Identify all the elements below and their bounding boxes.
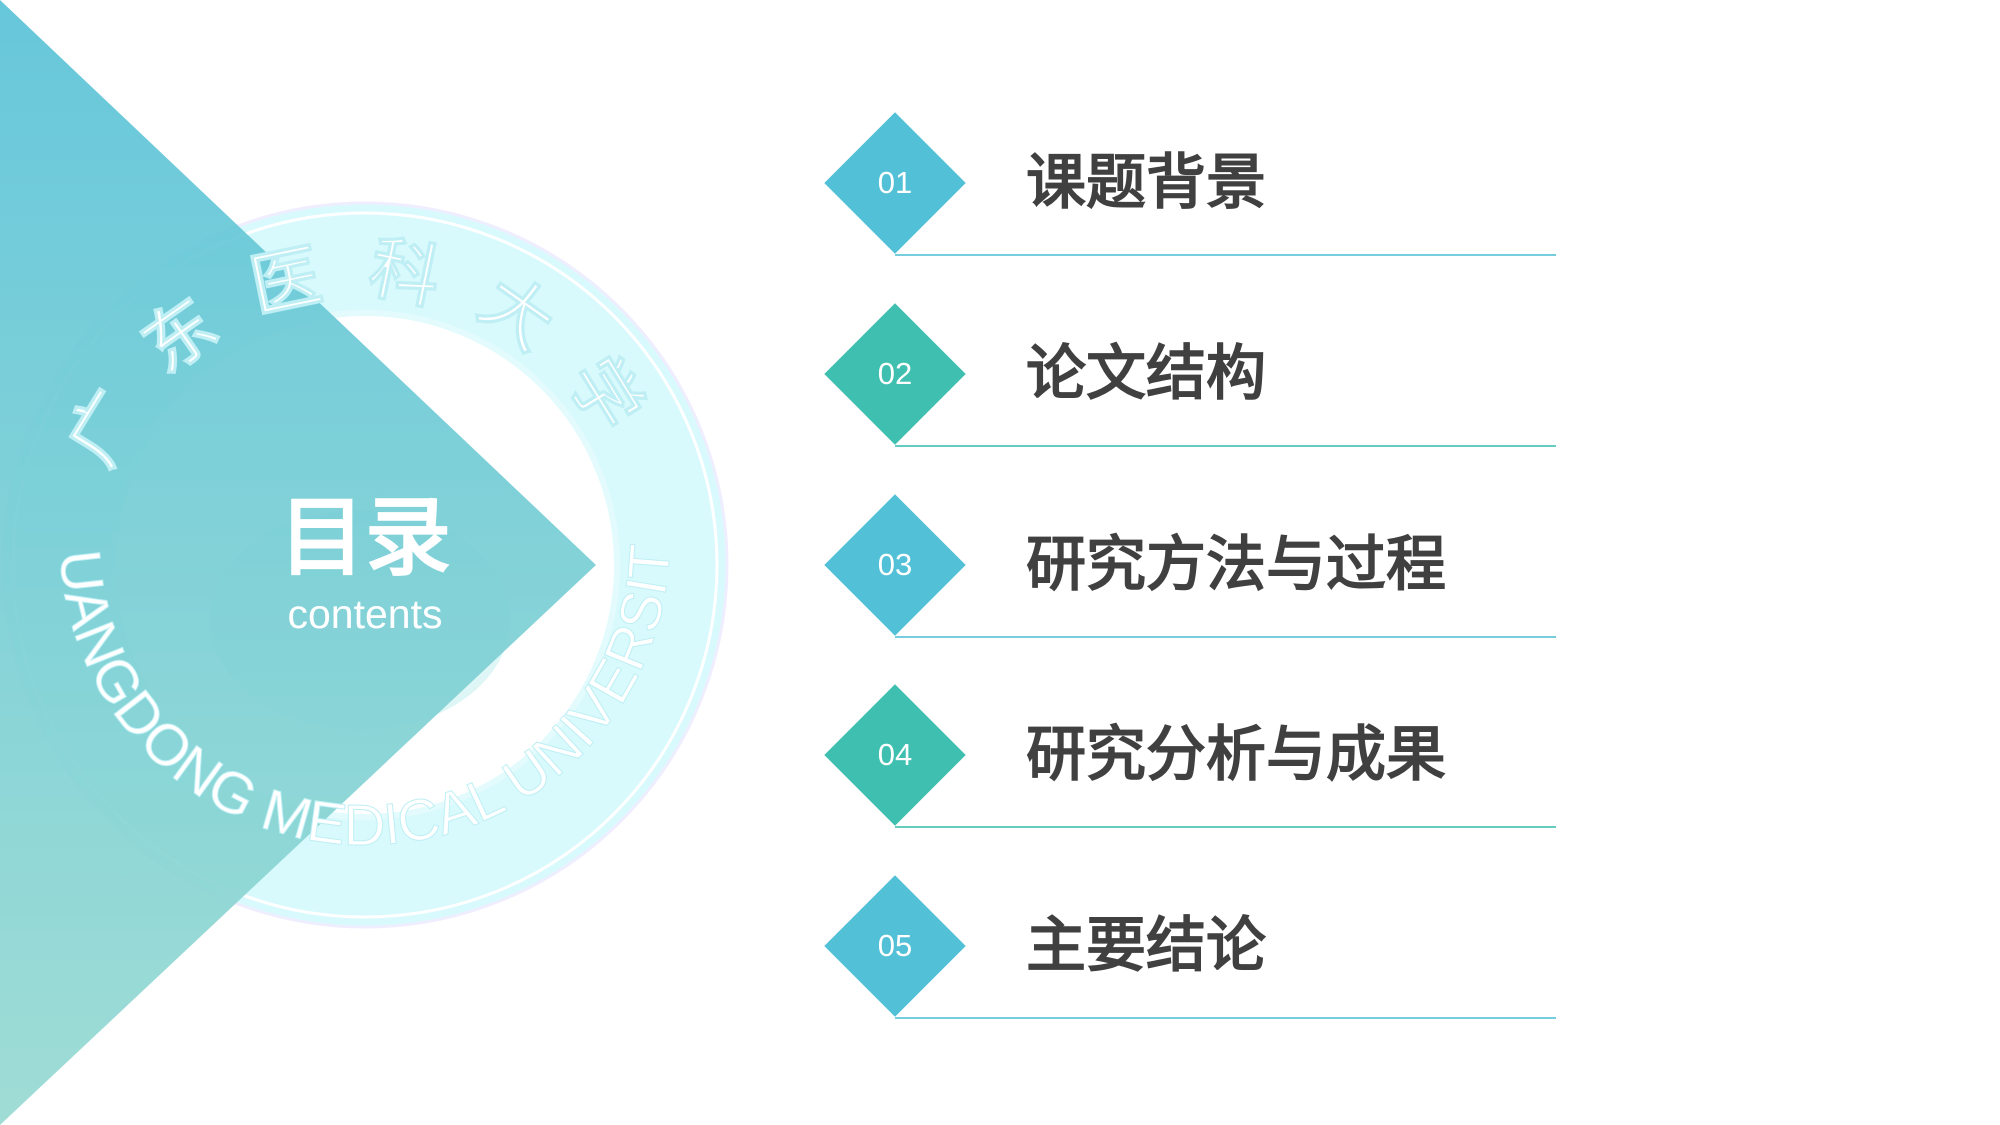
item-label: 论文结构 <box>1026 340 1266 407</box>
item-underline <box>895 636 1556 638</box>
item-number: 04 <box>877 737 913 772</box>
toc-item-01[interactable]: 01 课题背景 <box>824 112 1556 258</box>
toc-item-04[interactable]: 04 研究分析与成果 <box>824 684 1556 830</box>
diamond-number-badge: 02 <box>824 303 966 445</box>
page-title: 目录 <box>279 490 451 586</box>
item-number: 02 <box>877 356 913 391</box>
seal-chinese-text: 广东医科大学 <box>52 227 638 478</box>
item-underline <box>895 826 1556 828</box>
toc-item-05[interactable]: 05 主要结论 <box>824 875 1556 1021</box>
item-label: 研究方法与过程 <box>1026 531 1446 598</box>
item-number: 01 <box>877 165 913 200</box>
diamond-number-badge: 03 <box>824 494 966 636</box>
item-underline <box>895 254 1556 256</box>
item-label: 主要结论 <box>1026 912 1266 979</box>
item-number: 05 <box>877 928 913 963</box>
diamond-number-badge: 05 <box>824 875 966 1017</box>
item-underline <box>895 1017 1556 1019</box>
seal-lettering: 广东医科大学 GUANGDONG MEDICAL UNIVERSITY <box>0 200 684 859</box>
item-label: 课题背景 <box>1026 149 1266 216</box>
toc-item-02[interactable]: 02 论文结构 <box>824 303 1556 449</box>
svg-text:广东医科大学: 广东医科大学 <box>53 228 678 478</box>
item-underline <box>895 445 1556 447</box>
page-subtitle: contents <box>287 591 443 637</box>
diamond-number-badge: 04 <box>824 684 966 826</box>
diamond-number-badge: 01 <box>824 112 966 254</box>
item-label: 研究分析与成果 <box>1026 721 1446 788</box>
item-number: 03 <box>877 547 913 582</box>
toc-item-03[interactable]: 03 研究方法与过程 <box>824 494 1556 640</box>
